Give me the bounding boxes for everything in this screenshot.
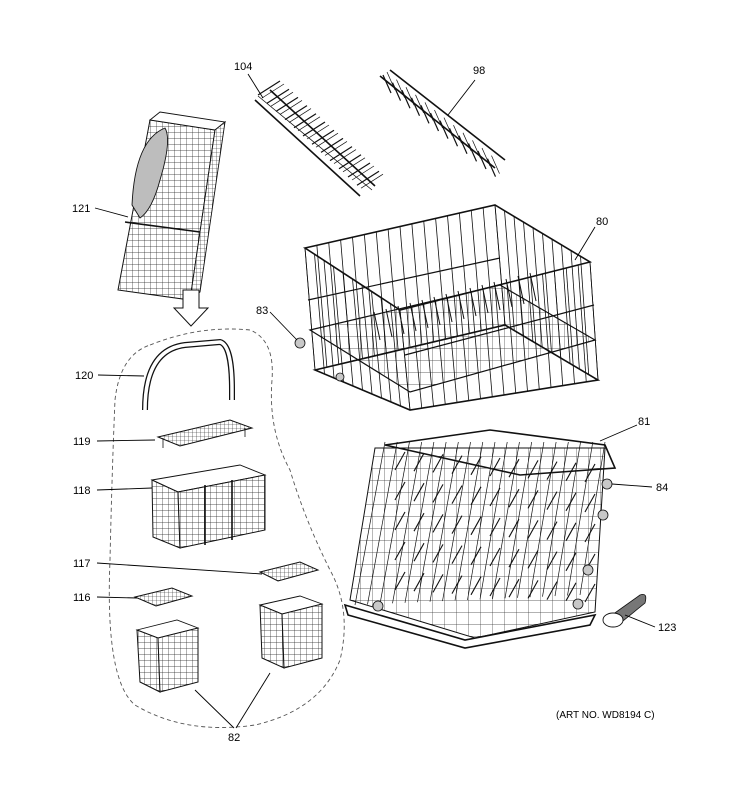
- small-lid-117: [258, 561, 320, 582]
- basket-handle-120: [142, 338, 235, 411]
- leader-lines: [94, 73, 656, 729]
- label-118: 118: [73, 485, 91, 497]
- label-104: 104: [234, 61, 252, 73]
- label-116: 116: [73, 592, 91, 604]
- label-83: 83: [256, 305, 268, 317]
- label-80: 80: [596, 216, 608, 228]
- label-119: 119: [73, 436, 91, 448]
- label-82: 82: [228, 732, 240, 744]
- label-81: 81: [638, 416, 650, 428]
- basket-118: [150, 464, 267, 549]
- small-basket-82-left: [135, 619, 200, 693]
- label-123: 123: [658, 622, 676, 634]
- basket-lid-119: [156, 419, 254, 448]
- tine-row-104: [254, 80, 384, 197]
- lower-rack-81: [343, 429, 617, 649]
- small-lid-116: [133, 587, 194, 607]
- down-arrow-icon: [172, 289, 210, 327]
- label-117: 117: [73, 558, 91, 570]
- art-number: (ART NO. WD8194 C): [556, 710, 655, 721]
- label-84: 84: [656, 482, 668, 494]
- label-121: 121: [72, 203, 90, 215]
- upper-rack-80: [294, 204, 601, 411]
- rack-clip-123: [602, 593, 647, 628]
- label-98: 98: [473, 65, 485, 77]
- callout-labels: 104 98 121 80 83 120 119 118 81 84 117 1…: [72, 61, 676, 744]
- label-120: 120: [75, 370, 93, 382]
- exploded-view-outline: [108, 328, 345, 728]
- silverware-basket-121: [117, 111, 227, 302]
- small-basket-82-right: [258, 595, 324, 669]
- tine-row-98: [379, 69, 506, 177]
